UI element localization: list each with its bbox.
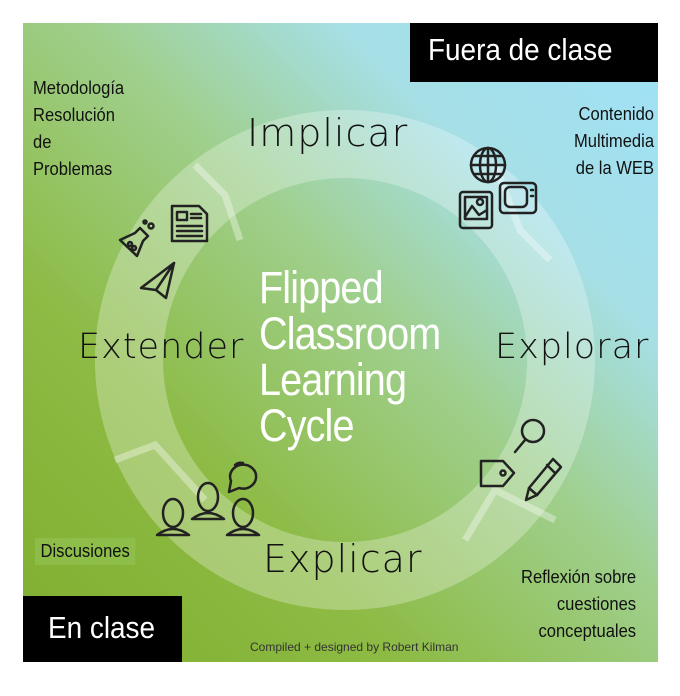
ring-arrow-divider xyxy=(192,162,244,242)
tv-icon xyxy=(498,181,538,215)
stage-explore: Explorar xyxy=(495,327,650,367)
title-line: Cycle xyxy=(259,400,355,451)
note-line: conceptuales xyxy=(538,621,636,641)
diagram-panel: Fuera de clase En clase Flipped Classroo… xyxy=(23,23,658,662)
note-line: Contenido xyxy=(578,104,654,124)
ring-arrow-divider xyxy=(113,440,208,503)
credit-text: Compiled + designed by Robert Kilman xyxy=(250,640,459,654)
cycle-title: Flipped Classroom Learning Cycle xyxy=(259,262,441,451)
image-icon xyxy=(458,190,494,230)
note-line: cuestiones xyxy=(556,594,636,614)
in-class-text: En clase xyxy=(48,610,156,645)
in-class-label: En clase xyxy=(23,596,182,662)
title-line: Flipped xyxy=(259,262,384,313)
note-line: Problemas xyxy=(33,159,113,179)
title-line: Classroom xyxy=(259,308,441,359)
note-line: de la WEB xyxy=(575,158,654,178)
magnifier-icon xyxy=(513,418,546,454)
globe-icon xyxy=(469,146,507,184)
tag-icon xyxy=(479,459,516,488)
stage-engage: Implicar xyxy=(247,111,409,155)
pencil-icon xyxy=(524,457,563,502)
outside-class-label: Fuera de clase xyxy=(410,23,658,82)
cycle-ring xyxy=(94,110,595,610)
note-line: de xyxy=(33,132,52,152)
stage-extend: Extender xyxy=(78,327,245,367)
ring-arrow-divider xyxy=(491,163,553,263)
note-line: Resolución xyxy=(33,105,115,125)
note-line: Metodología xyxy=(33,78,125,98)
outside-class-text: Fuera de clase xyxy=(428,32,613,67)
note-reflection: Reflexión sobre cuestiones conceptuales xyxy=(521,564,636,645)
people-discussion-icon xyxy=(155,461,261,537)
paper-plane-icon xyxy=(139,261,176,300)
note-line: Multimedia xyxy=(573,131,654,151)
note-web-multimedia: Contenido Multimedia de la WEB xyxy=(574,101,654,182)
note-problem-solving: Metodología Resolución de Problemas xyxy=(33,75,124,183)
ring-arrow-divider xyxy=(461,485,557,542)
stage-explain: Explicar xyxy=(263,537,423,581)
note-discussions: Discusiones xyxy=(35,538,136,565)
title-line: Learning xyxy=(259,354,407,405)
flask-icon xyxy=(118,219,155,258)
document-icon xyxy=(170,204,209,243)
note-line: Reflexión sobre xyxy=(520,567,636,587)
